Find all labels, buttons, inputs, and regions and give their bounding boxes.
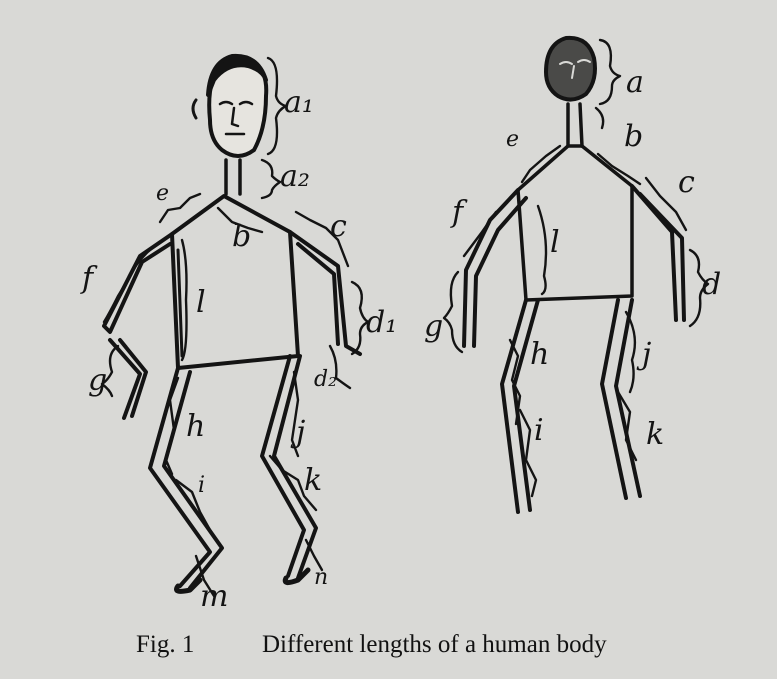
label-a1: a₁ bbox=[284, 85, 314, 120]
left-neck bbox=[226, 160, 240, 194]
figure-caption: Fig. 1 Different lengths of a human body bbox=[136, 631, 607, 658]
label-i: i bbox=[198, 473, 205, 498]
label-e: e bbox=[156, 181, 169, 206]
label-right-f: f bbox=[450, 195, 468, 230]
label-right-c: c bbox=[678, 165, 695, 200]
left-right-arm bbox=[290, 232, 360, 354]
label-h: h bbox=[186, 409, 205, 444]
right-braces bbox=[444, 40, 708, 496]
label-m: m bbox=[200, 579, 228, 614]
label-d1: d₁ bbox=[366, 305, 397, 340]
label-right-l: l bbox=[550, 225, 560, 260]
label-right-h: h bbox=[530, 337, 549, 372]
left-left-leg bbox=[150, 368, 222, 588]
caption-text: Different lengths of a human body bbox=[262, 631, 607, 658]
right-right-arm bbox=[632, 186, 684, 320]
right-figure bbox=[444, 38, 708, 512]
right-neck bbox=[568, 104, 582, 146]
caption-fig-label: Fig. 1 bbox=[136, 631, 194, 658]
label-n: n bbox=[314, 565, 328, 590]
left-left-arm bbox=[104, 234, 172, 332]
right-head bbox=[546, 38, 595, 100]
left-head bbox=[193, 56, 266, 156]
label-right-g: g bbox=[424, 309, 443, 344]
label-g: g bbox=[88, 363, 107, 398]
label-right-d: d bbox=[702, 267, 721, 302]
label-right-j: j bbox=[636, 337, 651, 372]
left-figure bbox=[102, 56, 368, 596]
label-d2: d₂ bbox=[314, 367, 337, 392]
label-right-i: i bbox=[534, 413, 544, 448]
right-labels: a e b c f l d g h j i k bbox=[424, 65, 721, 452]
label-right-k: k bbox=[646, 417, 664, 452]
label-f: f bbox=[80, 261, 98, 296]
label-l: l bbox=[196, 285, 206, 320]
right-left-leg bbox=[502, 300, 538, 512]
label-a2: a₂ bbox=[280, 159, 310, 194]
label-right-b: b bbox=[624, 119, 643, 154]
label-b: b bbox=[232, 219, 251, 254]
label-c: c bbox=[330, 209, 347, 244]
label-right-a: a bbox=[626, 65, 644, 100]
label-k: k bbox=[304, 463, 322, 498]
label-right-e: e bbox=[506, 127, 519, 152]
